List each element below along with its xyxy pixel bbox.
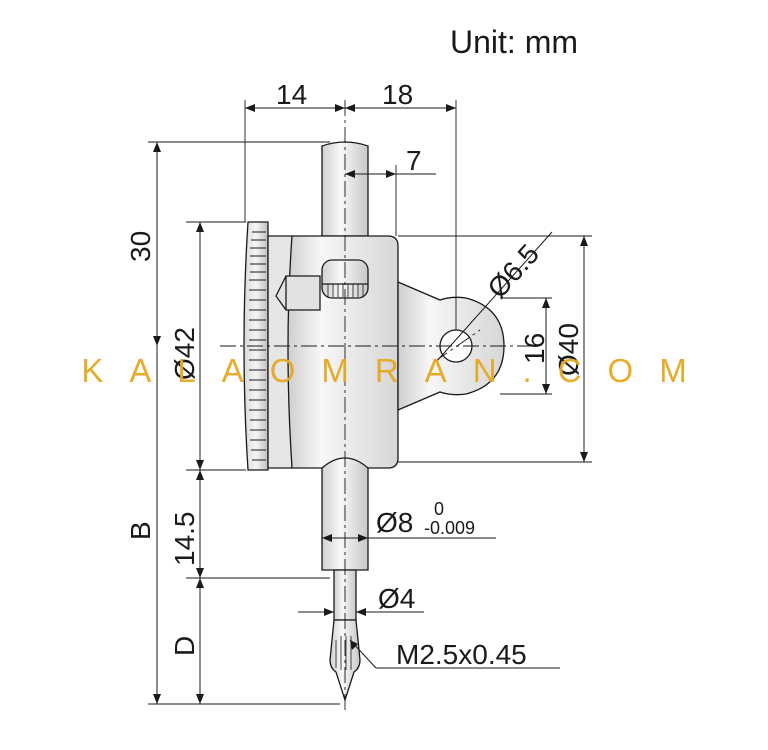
dim-8-tol-upper: 0 [434,499,444,519]
dim-7: 7 [406,145,422,176]
dim-14: 14 [276,79,307,110]
dim-8: Ø8 [376,507,413,538]
dim-18: 18 [382,79,413,110]
dim-30: 30 [125,231,156,262]
dim-14-5: 14.5 [169,512,200,567]
dim-42: Ø42 [169,327,200,380]
unit-label: Unit: mm [450,24,578,60]
dim-40: Ø40 [553,323,584,376]
arrowheads [153,104,588,704]
dim-4: Ø4 [378,583,415,614]
extension-lines [148,100,592,705]
clamp-bracket [275,275,321,311]
center-lines [220,100,532,712]
bezel-knurl [249,231,266,461]
watermark: KALAOMRAN.COM [81,352,713,389]
dim-6-5: Ø6.5 [481,238,545,304]
dim-8-tol-lower: -0.009 [424,518,475,538]
dim-b: B [125,521,156,540]
dim-d: D [169,636,200,656]
dim-16: 16 [519,333,550,364]
dim-thread: M2.5x0.45 [396,639,527,670]
